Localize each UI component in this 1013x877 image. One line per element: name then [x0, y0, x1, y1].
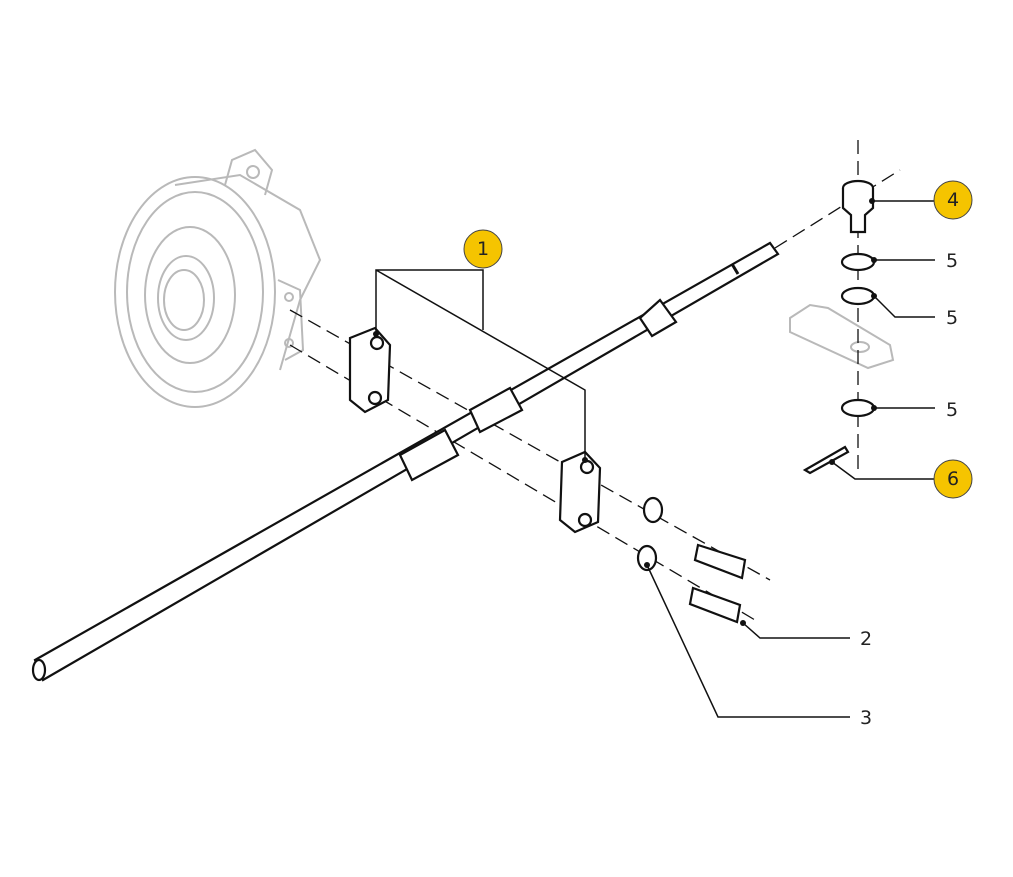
callout-5: 5: [946, 250, 958, 272]
cotter-pin: [802, 445, 850, 475]
bolt: [688, 586, 742, 624]
svg-text:1: 1: [477, 238, 489, 260]
callout-1: 1: [463, 229, 503, 269]
swivel-pin: [841, 179, 875, 234]
callout-2: 2: [860, 628, 872, 650]
washer: [642, 496, 664, 524]
gearbox-housing: [114, 148, 322, 408]
callout-3: 3: [860, 707, 872, 729]
washer: [840, 252, 876, 272]
lever-plate: [789, 303, 895, 370]
callout-5: 5: [946, 399, 958, 421]
washer: [636, 544, 658, 572]
svg-text:6: 6: [947, 468, 959, 490]
callout-6: 6: [933, 459, 973, 499]
callout-4: 4: [933, 180, 973, 220]
callout-5: 5: [946, 307, 958, 329]
svg-text:4: 4: [947, 189, 959, 211]
bolt: [693, 543, 747, 580]
washer: [840, 286, 876, 306]
cable-clamp: [558, 450, 602, 534]
cable-clamp: [348, 326, 392, 414]
alignment-line: [774, 169, 901, 249]
washer: [840, 398, 876, 418]
control-cable: [31, 241, 780, 682]
leader-lines: [373, 198, 935, 718]
